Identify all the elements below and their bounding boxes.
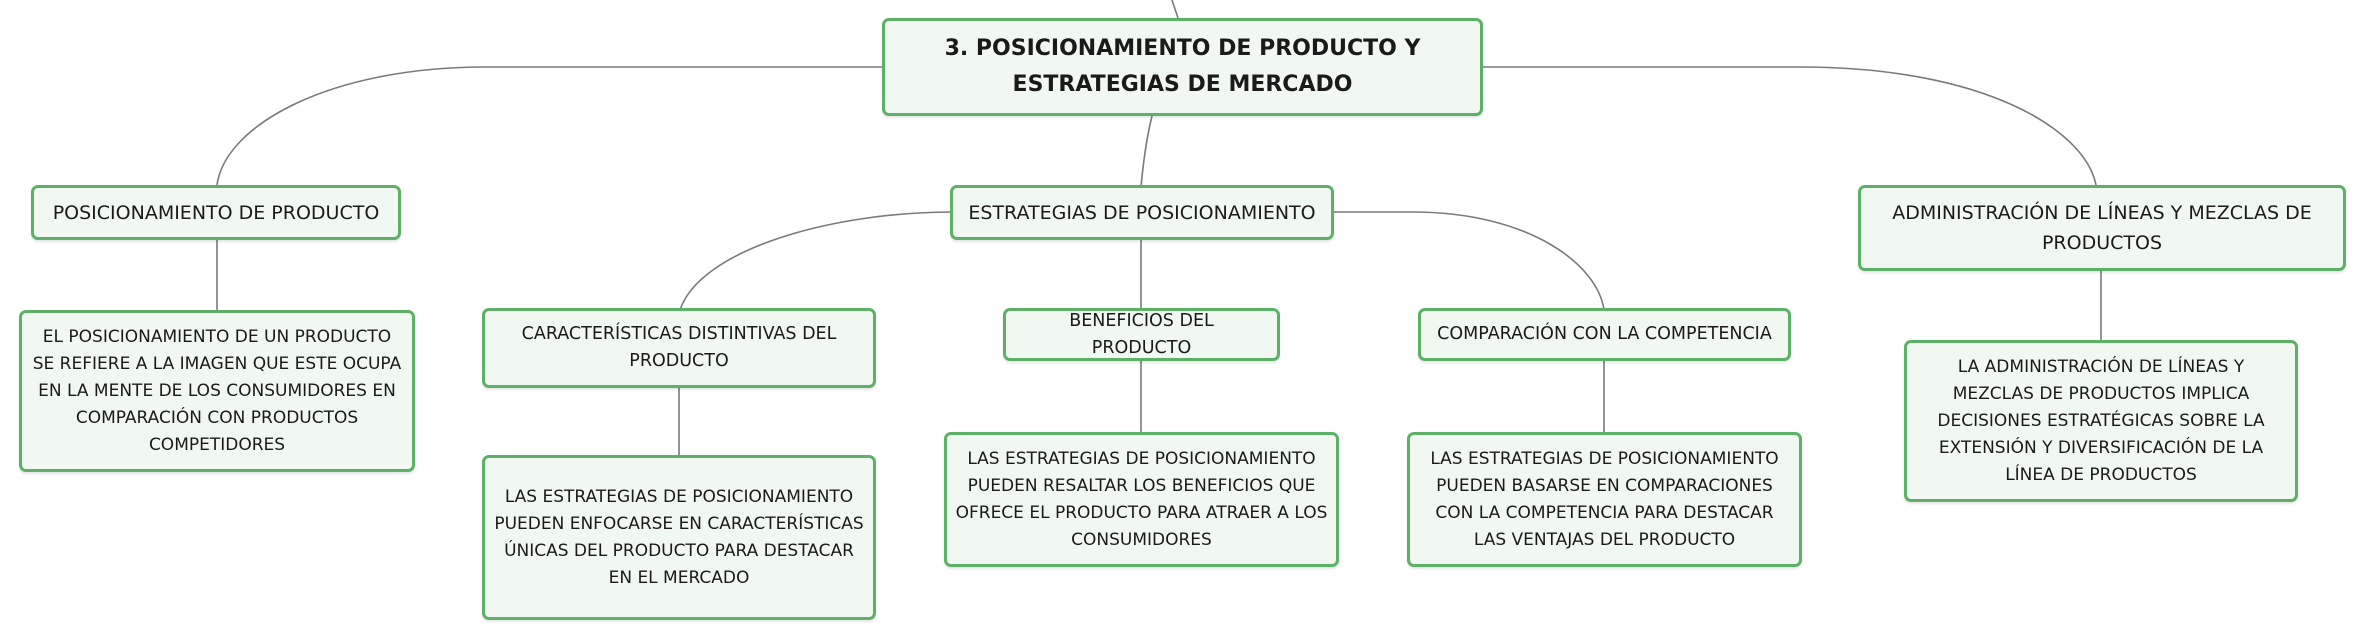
topic-strategies[interactable]: ESTRATEGIAS DE POSICIONAMIENTO bbox=[950, 185, 1334, 240]
connector-strategies-features bbox=[679, 211, 954, 311]
connector-root-positioning bbox=[216, 66, 882, 186]
topic-strategies-label: ESTRATEGIAS DE POSICIONAMIENTO bbox=[968, 201, 1316, 224]
detail-product-lines[interactable]: LA ADMINISTRACIÓN DE LÍNEAS Y MEZCLAS DE… bbox=[1904, 340, 2298, 502]
topic-competition[interactable]: COMPARACIÓN CON LA COMPETENCIA bbox=[1418, 308, 1791, 361]
connector-root-parent bbox=[1171, 0, 1179, 19]
topic-features[interactable]: CARACTERÍSTICAS DISTINTIVAS DEL PRODUCTO bbox=[482, 308, 876, 388]
connector-root-strategies bbox=[1140, 115, 1153, 188]
connector-strategies-competition bbox=[1332, 211, 1605, 311]
detail-competition-text: LAS ESTRATEGIAS DE POSICIONAMIENTO PUEDE… bbox=[1430, 448, 1779, 550]
detail-benefits[interactable]: LAS ESTRATEGIAS DE POSICIONAMIENTO PUEDE… bbox=[944, 432, 1339, 567]
topic-positioning[interactable]: POSICIONAMIENTO DE PRODUCTO bbox=[31, 185, 401, 240]
detail-positioning-text: EL POSICIONAMIENTO DE UN PRODUCTO SE REF… bbox=[32, 326, 402, 455]
detail-product-lines-text: LA ADMINISTRACIÓN DE LÍNEAS Y MEZCLAS DE… bbox=[1937, 356, 2265, 485]
topic-benefits-label: BENEFICIOS DEL PRODUCTO bbox=[1069, 310, 1214, 358]
topic-features-label: CARACTERÍSTICAS DISTINTIVAS DEL PRODUCTO bbox=[521, 324, 837, 371]
topic-competition-label: COMPARACIÓN CON LA COMPETENCIA bbox=[1437, 324, 1772, 344]
topic-benefits[interactable]: BENEFICIOS DEL PRODUCTO bbox=[1003, 308, 1280, 361]
connector-root-product-lines bbox=[1483, 66, 2097, 186]
detail-features[interactable]: LAS ESTRATEGIAS DE POSICIONAMIENTO PUEDE… bbox=[482, 455, 876, 620]
detail-features-text: LAS ESTRATEGIAS DE POSICIONAMIENTO PUEDE… bbox=[494, 486, 864, 588]
detail-benefits-text: LAS ESTRATEGIAS DE POSICIONAMIENTO PUEDE… bbox=[955, 448, 1328, 550]
root-topic-label: 3. POSICIONAMIENTO DE PRODUCTO Y ESTRATE… bbox=[944, 36, 1421, 97]
detail-positioning[interactable]: EL POSICIONAMIENTO DE UN PRODUCTO SE REF… bbox=[19, 310, 415, 472]
topic-positioning-label: POSICIONAMIENTO DE PRODUCTO bbox=[52, 201, 380, 224]
topic-product-lines[interactable]: ADMINISTRACIÓN DE LÍNEAS Y MEZCLAS DE PR… bbox=[1858, 185, 2346, 271]
detail-competition[interactable]: LAS ESTRATEGIAS DE POSICIONAMIENTO PUEDE… bbox=[1407, 432, 1802, 567]
root-topic[interactable]: 3. POSICIONAMIENTO DE PRODUCTO Y ESTRATE… bbox=[882, 18, 1483, 116]
topic-product-lines-label: ADMINISTRACIÓN DE LÍNEAS Y MEZCLAS DE PR… bbox=[1892, 202, 2312, 254]
